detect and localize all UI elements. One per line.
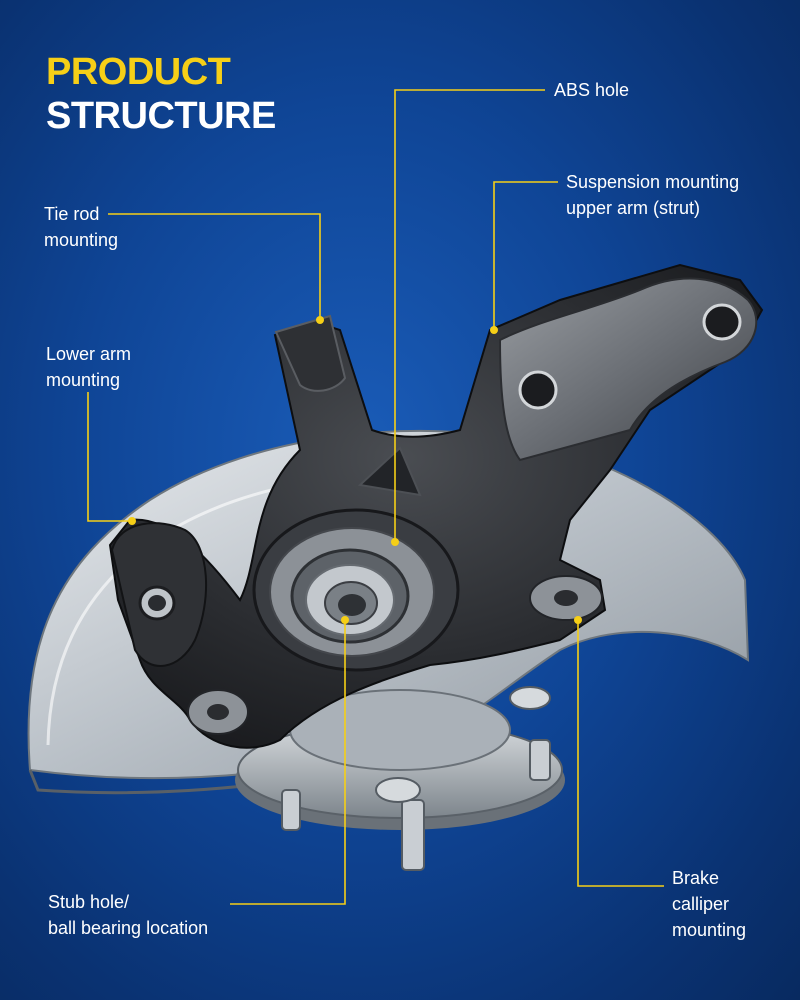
knuckle-body bbox=[108, 263, 764, 749]
title-line-2: STRUCTURE bbox=[46, 95, 276, 137]
product-structure-title: PRODUCT STRUCTURE bbox=[46, 50, 276, 138]
title-line-1: PRODUCT bbox=[46, 51, 231, 93]
wheel-hub bbox=[235, 686, 565, 871]
abs-hole-label: ABS hole bbox=[554, 80, 630, 100]
callout-lines bbox=[87, 89, 664, 905]
tie-rod-mounting-label: Tie rod mounting bbox=[44, 204, 119, 250]
lower-arm-mounting-label: Lower arm mounting bbox=[46, 344, 132, 390]
suspension-mounting-label: Suspension mounting upper arm (strut) bbox=[566, 172, 740, 218]
brake-calliper-mounting-label: Brake calliper mounting bbox=[672, 868, 747, 940]
stub-hole-label: Stub hole/ ball bearing location bbox=[48, 892, 209, 938]
